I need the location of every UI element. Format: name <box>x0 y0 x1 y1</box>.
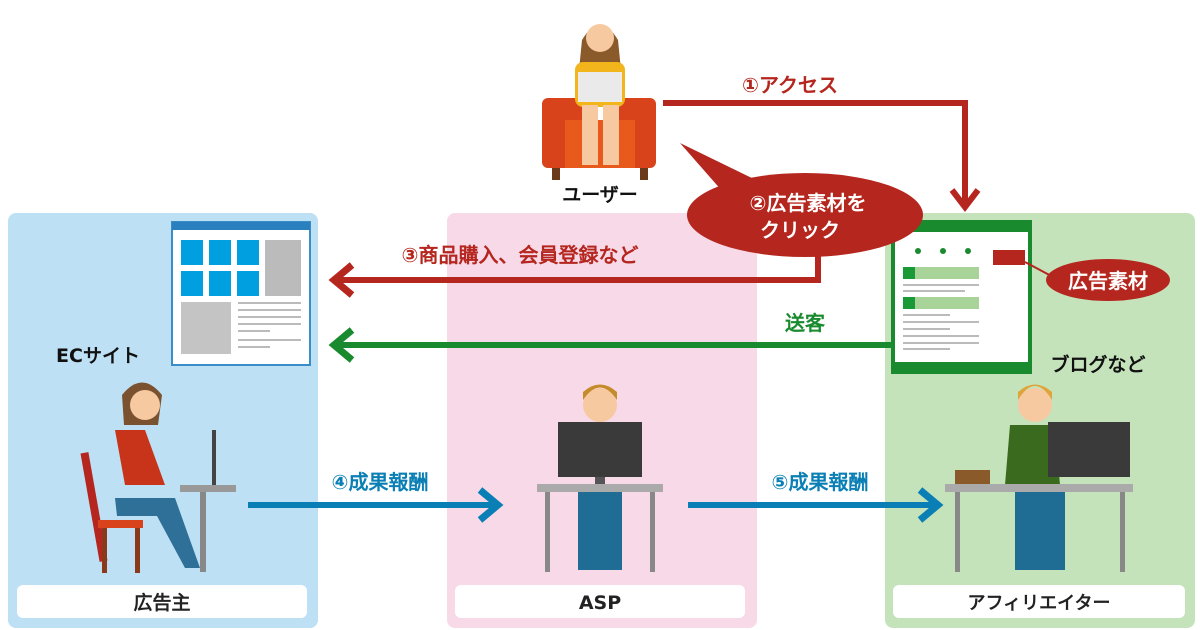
ad-material-label: 広告素材 <box>1068 269 1148 293</box>
step4-label: ④成果報酬 <box>332 470 429 494</box>
user-label: ユーザー <box>562 184 638 206</box>
ad-banner-icon <box>993 250 1025 265</box>
blog-label: ブログなど <box>1050 353 1145 376</box>
step1-access-arrow <box>663 100 981 212</box>
step2-click-bubble: ②広告素材を クリック <box>680 143 923 257</box>
step5-reward-arrow <box>688 487 944 523</box>
advertiser-label: 広告主 <box>133 591 190 614</box>
ec-site-label: ECサイト <box>56 345 140 367</box>
step2-label-line1: ②広告素材を <box>750 191 867 215</box>
affiliate-label: アフィリエイター <box>968 593 1111 614</box>
step1-label: ①アクセス <box>742 73 838 97</box>
step3-purchase-arrow <box>328 255 821 298</box>
blog-browser-icon <box>891 220 1032 374</box>
asp-person-icon <box>537 384 663 572</box>
advertiser-label-box <box>17 585 307 618</box>
step4-reward-arrow <box>248 487 504 523</box>
ec-site-browser-icon <box>171 221 311 366</box>
referral-arrow <box>328 327 893 363</box>
ad-material-callout: 広告素材 <box>1024 259 1170 301</box>
asp-label: ASP <box>579 592 621 614</box>
affiliate-person-icon <box>945 384 1133 572</box>
step2-label-line2: クリック <box>760 218 840 242</box>
user-figure-icon <box>542 24 656 180</box>
referral-label: 送客 <box>785 311 826 335</box>
step5-label: ⑤成果報酬 <box>772 470 869 494</box>
advertiser-person-icon <box>80 382 236 573</box>
step3-label: ③商品購入、会員登録など <box>402 243 639 267</box>
